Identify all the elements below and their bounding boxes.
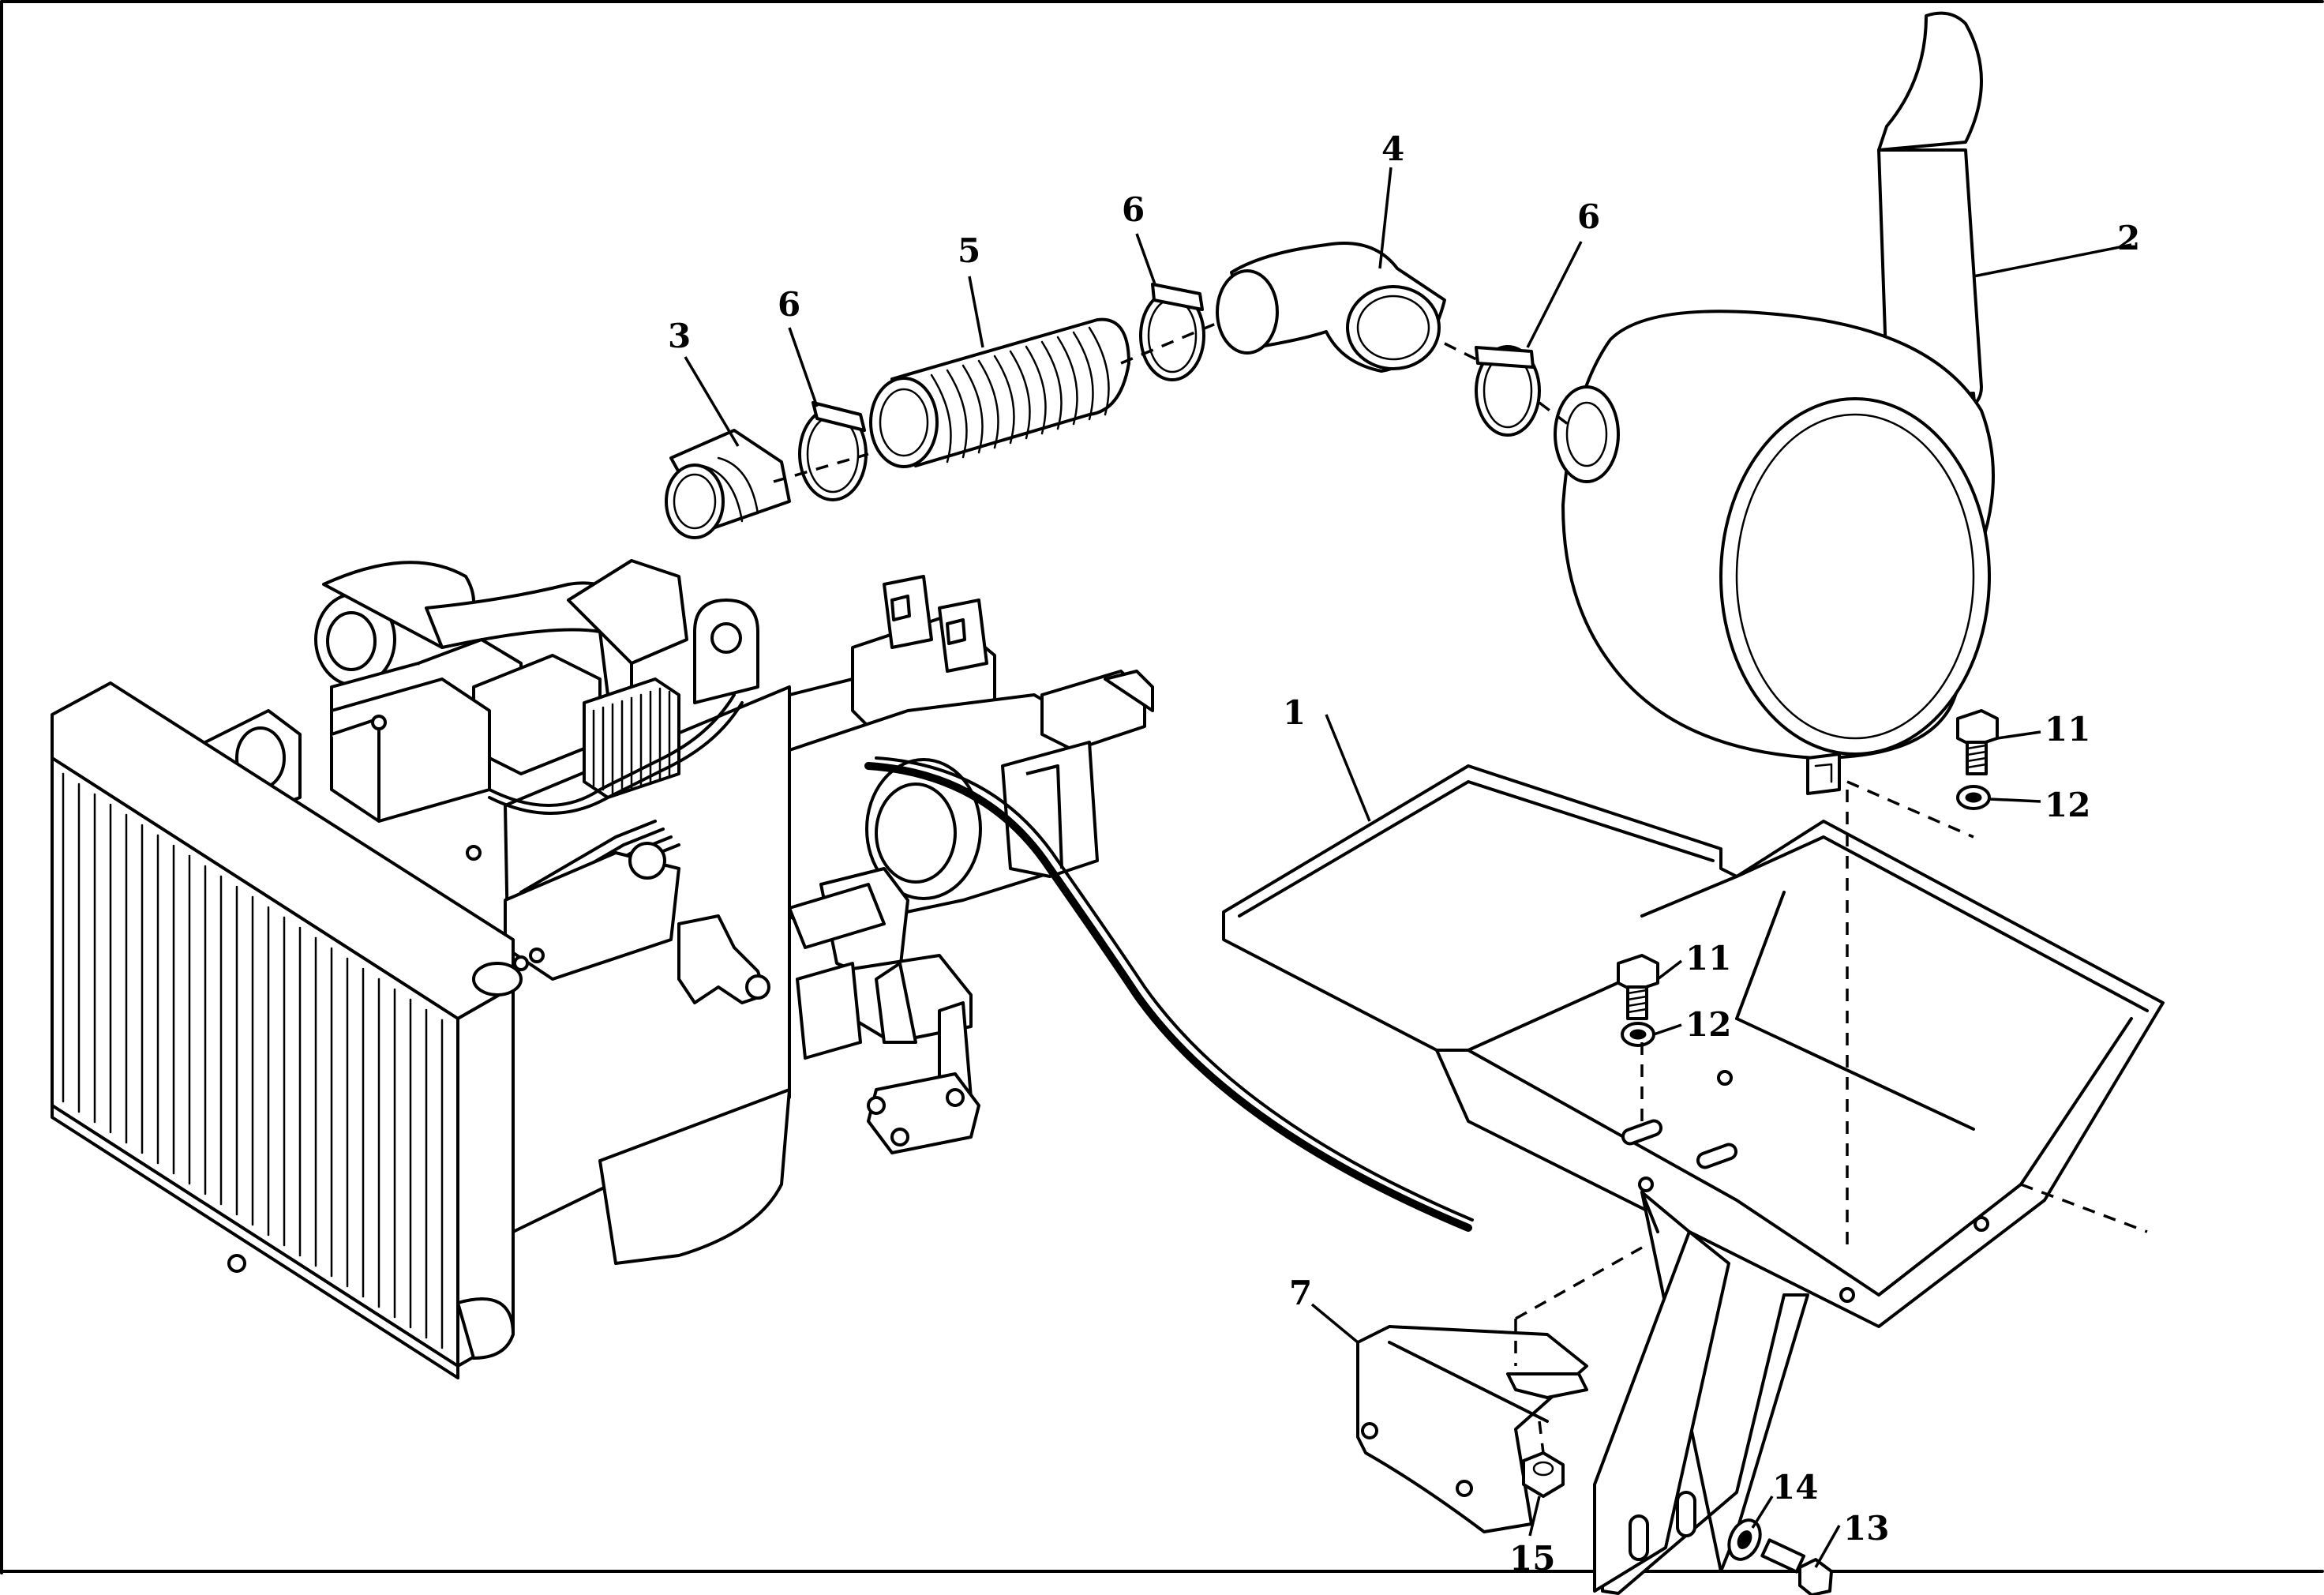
hose-axis-line bbox=[773, 322, 1572, 483]
callout-6-right: 6 bbox=[1577, 197, 1600, 236]
leader-lines bbox=[684, 167, 2132, 1568]
part-15-nut bbox=[1522, 1451, 1565, 1498]
callout-1: 1 bbox=[1283, 693, 1306, 732]
air-cleaner-assembly bbox=[1554, 11, 1995, 795]
callout-14: 14 bbox=[1772, 1468, 1818, 1507]
callout-4: 4 bbox=[1381, 129, 1404, 168]
part-5-corrugated-hose bbox=[869, 317, 1130, 468]
callout-15: 15 bbox=[1509, 1539, 1555, 1578]
part-14-washer bbox=[1727, 1518, 1762, 1561]
part-6-hose-clamp-c bbox=[1475, 345, 1541, 437]
callout-3: 3 bbox=[668, 317, 691, 355]
part-4-elbow-hose bbox=[1216, 242, 1446, 373]
hydraulic-pump-assembly bbox=[788, 575, 1474, 1232]
callout-2: 2 bbox=[2117, 219, 2140, 257]
callout-12-upper: 12 bbox=[2045, 786, 2090, 824]
callout-5: 5 bbox=[958, 231, 980, 270]
part-12-washer-lower bbox=[1621, 1022, 1655, 1047]
assembly-guide-lines bbox=[1514, 780, 2148, 1454]
part-1-mounting-tray bbox=[1222, 764, 2165, 1595]
callout-7: 7 bbox=[1289, 1274, 1312, 1312]
part-6-hose-clamp-a bbox=[798, 401, 868, 501]
part-3-adapter bbox=[665, 429, 791, 539]
callout-12-lower: 12 bbox=[1685, 1005, 1731, 1044]
callout-6-middle: 6 bbox=[1122, 190, 1145, 229]
callout-labels: 1 2 3 4 5 6 6 6 7 11 11 12 12 13 14 15 bbox=[668, 129, 2140, 1578]
callout-13: 13 bbox=[1843, 1509, 1889, 1548]
part-12-washer-upper bbox=[1956, 785, 1991, 810]
callout-11-upper: 11 bbox=[2045, 710, 2090, 749]
part-7-bracket bbox=[1356, 1325, 1588, 1533]
part-13-bolt bbox=[1760, 1538, 1833, 1595]
part-11-bolt-upper bbox=[1956, 709, 1999, 775]
engine-assembly bbox=[204, 559, 791, 1265]
radiator bbox=[51, 681, 523, 1379]
callout-11-lower: 11 bbox=[1685, 939, 1731, 978]
callout-6-left: 6 bbox=[778, 285, 800, 324]
part-6-hose-clamp-b bbox=[1139, 283, 1205, 381]
part-11-bolt-lower bbox=[1617, 954, 1659, 1020]
